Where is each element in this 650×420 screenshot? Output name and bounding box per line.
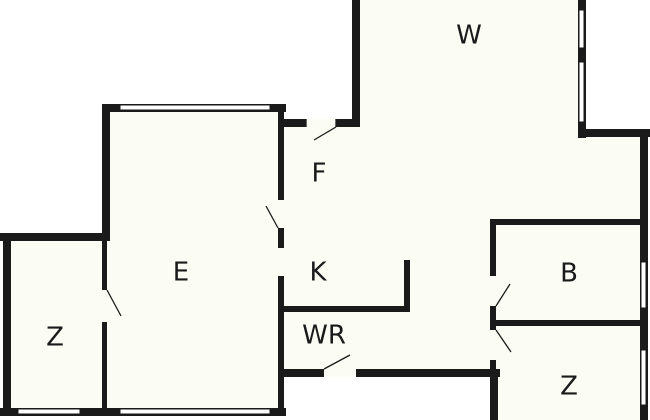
window-w-right-upper	[578, 9, 585, 49]
room-label-wr: WR	[302, 321, 346, 351]
door-swing-b	[495, 283, 511, 307]
window-e-bottom	[119, 408, 271, 415]
windows	[17, 9, 647, 415]
door-opening-e-upper	[278, 200, 284, 228]
door-opening-k	[278, 248, 284, 276]
wall-b-left	[490, 219, 496, 420]
door-opening-z-left	[102, 290, 107, 322]
room-label-z-left: Z	[46, 323, 64, 353]
window-b	[640, 261, 647, 309]
window-z-right	[640, 349, 647, 406]
wall-w-step	[578, 129, 650, 137]
wall-e-left-upper	[102, 104, 110, 241]
doors	[102, 119, 512, 377]
room-label-b: B	[560, 259, 578, 289]
door-opening-wr	[324, 369, 356, 377]
wall-w-left	[352, 0, 360, 127]
floor-area	[7, 0, 642, 420]
wall-wr-bottom	[278, 369, 500, 377]
wall-b-top	[490, 219, 648, 225]
window-z-bottom	[17, 408, 81, 415]
room-label-z-right: Z	[560, 372, 578, 402]
wall-k-stub	[404, 260, 410, 312]
room-label-f: F	[312, 159, 327, 189]
window-w-right-lower	[578, 61, 585, 123]
wall-z-e-divider	[102, 233, 107, 416]
window-e-top	[119, 104, 271, 111]
door-swing-z-left	[106, 289, 122, 317]
room-labels: W F E K Z WR B Z	[46, 21, 578, 402]
door-swing-f	[313, 126, 337, 141]
door-swing-z-right	[495, 329, 512, 353]
door-opening-b	[490, 276, 496, 306]
door-opening-z-right	[490, 330, 496, 360]
door-opening-f	[306, 119, 336, 127]
room-label-w: W	[456, 21, 482, 51]
room-label-e: E	[173, 258, 189, 288]
wall-z-top	[0, 233, 110, 241]
wall-b-z-divider	[490, 320, 648, 326]
room-label-k: K	[309, 258, 327, 288]
wall-k-bottom	[284, 306, 410, 312]
wall-z-left	[3, 233, 11, 416]
door-swing-e-upper	[265, 205, 279, 229]
door-swing-wr	[323, 354, 351, 370]
